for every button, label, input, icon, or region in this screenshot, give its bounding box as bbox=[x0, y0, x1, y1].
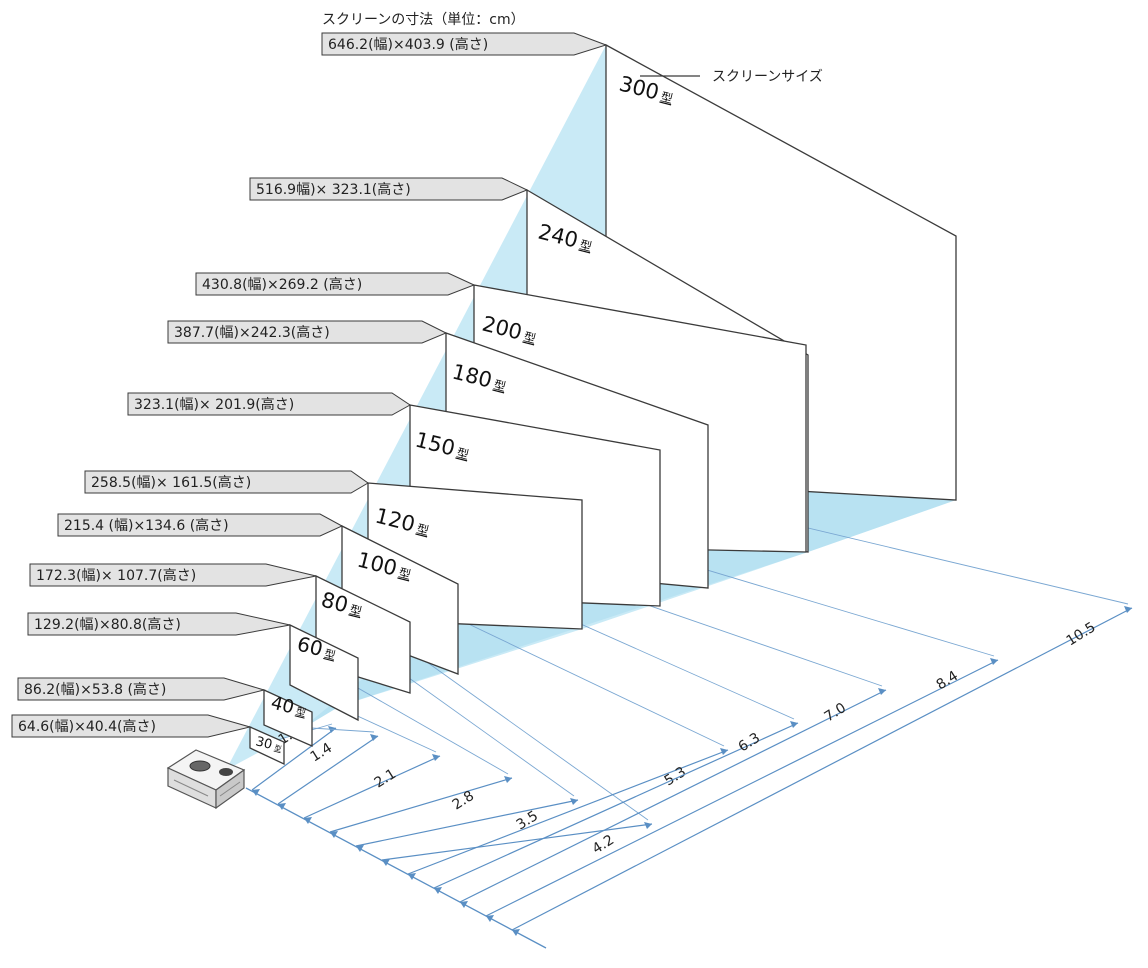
dimension-label-box bbox=[84, 470, 369, 494]
screen-size-callout: スクリーンサイズ bbox=[640, 69, 823, 85]
distance-arrow-start bbox=[486, 915, 494, 922]
dimension-label-100: 215.4 (幅)×134.6 (高さ) bbox=[57, 513, 344, 537]
distance-value: 6.3 bbox=[736, 730, 763, 755]
distance-line bbox=[407, 749, 729, 875]
distance-arrow-end bbox=[644, 822, 652, 829]
dimension-label-180: 387.7(幅)×242.3(高さ) bbox=[167, 320, 448, 344]
screen-size-unit: 型 bbox=[455, 446, 470, 462]
distance-line bbox=[355, 799, 579, 847]
distance-arrow-end bbox=[1124, 606, 1132, 613]
distance-arrow-start bbox=[512, 929, 520, 936]
dimension-baseline bbox=[245, 787, 547, 949]
dimension-label-text: 430.8(幅)×269.2 (高さ) bbox=[202, 276, 362, 293]
distance-line bbox=[277, 735, 379, 805]
distance-line bbox=[381, 823, 653, 861]
projector-icon bbox=[166, 749, 246, 810]
dimension-label-text: 646.2(幅)×403.9 (高さ) bbox=[328, 36, 488, 53]
distance-arrow-end bbox=[990, 658, 998, 665]
dimension-label-150: 323.1(幅)× 201.9(高さ) bbox=[127, 392, 411, 416]
distance-line bbox=[511, 607, 1133, 931]
distance-line bbox=[459, 689, 887, 903]
screen-size-unit: 型 bbox=[323, 646, 337, 662]
dimension-label-40: 86.2(幅)×53.8 (高さ) bbox=[17, 677, 266, 701]
dimension-label-box bbox=[11, 714, 252, 738]
dimension-label-120: 258.5(幅)× 161.5(高さ) bbox=[84, 470, 369, 494]
distance-value: 7.0 bbox=[822, 700, 849, 725]
dimension-label-box bbox=[29, 563, 317, 587]
distance-value: 5.3 bbox=[662, 764, 689, 789]
distance-arrow-end bbox=[432, 754, 440, 761]
dimension-label-box bbox=[57, 513, 344, 537]
dimension-label-text: 129.2(幅)×80.8(高さ) bbox=[34, 616, 181, 633]
dimension-label-200: 430.8(幅)×269.2 (高さ) bbox=[195, 272, 476, 296]
distance-arrow-end bbox=[790, 721, 798, 728]
distance-line bbox=[485, 659, 999, 917]
distance-arrow-start bbox=[278, 803, 286, 810]
distance-line bbox=[251, 727, 337, 791]
screen-size-unit: 型 bbox=[415, 522, 430, 538]
distance-value: 2.8 bbox=[450, 788, 477, 813]
dimension-label-box bbox=[167, 320, 448, 344]
dimension-label-text: 215.4 (幅)×134.6 (高さ) bbox=[64, 517, 229, 534]
distance-line bbox=[433, 722, 799, 889]
dimension-label-text: 516.9幅)× 323.1(高さ) bbox=[256, 181, 411, 198]
distance-arrow-end bbox=[878, 688, 886, 695]
screen-panel-40 bbox=[263, 688, 313, 747]
screen-size-label: スクリーンサイズ bbox=[712, 69, 823, 85]
screen-panel-60 bbox=[289, 623, 359, 722]
distance-arrow-end bbox=[504, 776, 512, 783]
dimension-label-box bbox=[17, 677, 266, 701]
distance-line bbox=[303, 755, 441, 819]
dimension-label-text: 172.3(幅)× 107.7(高さ) bbox=[36, 567, 196, 584]
distance-arrow-start bbox=[330, 831, 338, 838]
screen-size-unit: 型 bbox=[294, 705, 307, 720]
distance-arrow-start bbox=[252, 789, 260, 796]
distance-arrow-start bbox=[408, 873, 416, 880]
distance-arrow-start bbox=[460, 901, 468, 908]
screen-panel-30 bbox=[249, 726, 285, 766]
distance-value: 10.5 bbox=[1064, 619, 1099, 649]
diagram-header-title: スクリーンの寸法（単位：cm） bbox=[322, 12, 525, 28]
dimension-label-30: 64.6(幅)×40.4(高さ) bbox=[11, 714, 252, 738]
distance-arrow-end bbox=[370, 734, 378, 741]
distance-arrow-start bbox=[382, 859, 390, 866]
dimension-label-box bbox=[195, 272, 476, 296]
dimension-label-text: 387.7(幅)×242.3(高さ) bbox=[174, 324, 330, 341]
screen-size-unit: 型 bbox=[578, 238, 593, 254]
distance-arrow-end bbox=[570, 798, 578, 805]
dimension-label-300: 646.2(幅)×403.9 (高さ) bbox=[321, 32, 608, 56]
dimension-label-text: 258.5(幅)× 161.5(高さ) bbox=[91, 474, 251, 491]
dimension-label-80: 172.3(幅)× 107.7(高さ) bbox=[29, 563, 317, 587]
dimension-label-text: 86.2(幅)×53.8 (高さ) bbox=[24, 681, 166, 698]
screen-size-unit: 型 bbox=[273, 743, 282, 753]
distance-value: 2.1 bbox=[372, 766, 399, 791]
distance-arrow-end bbox=[720, 748, 728, 755]
dimension-label-60: 129.2(幅)×80.8(高さ) bbox=[27, 612, 291, 636]
distance-arrow-start bbox=[304, 817, 312, 824]
distance-value: 3.5 bbox=[514, 808, 541, 833]
dimension-label-box bbox=[321, 32, 608, 56]
dimension-label-text: 64.6(幅)×40.4(高さ) bbox=[18, 718, 156, 735]
screen-size-unit: 型 bbox=[522, 330, 537, 346]
screen-size-unit: 型 bbox=[659, 90, 674, 106]
dimension-label-box bbox=[127, 392, 411, 416]
distance-line bbox=[329, 777, 513, 833]
dimension-label-text: 323.1(幅)× 201.9(高さ) bbox=[134, 396, 294, 413]
distance-arrow-start bbox=[356, 845, 364, 852]
distance-arrow-start bbox=[434, 887, 442, 894]
screen-size-unit: 型 bbox=[397, 566, 412, 582]
dimension-label-box bbox=[27, 612, 291, 636]
dimension-label-box bbox=[249, 177, 529, 201]
screen-size-unit: 型 bbox=[348, 603, 363, 619]
screen-size-unit: 型 bbox=[492, 378, 507, 394]
screen-dimension-labels: 64.6(幅)×40.4(高さ) 86.2(幅)×53.8 (高さ) 129.2(幅… bbox=[11, 32, 608, 738]
dimension-label-240: 516.9幅)× 323.1(高さ) bbox=[249, 177, 529, 201]
